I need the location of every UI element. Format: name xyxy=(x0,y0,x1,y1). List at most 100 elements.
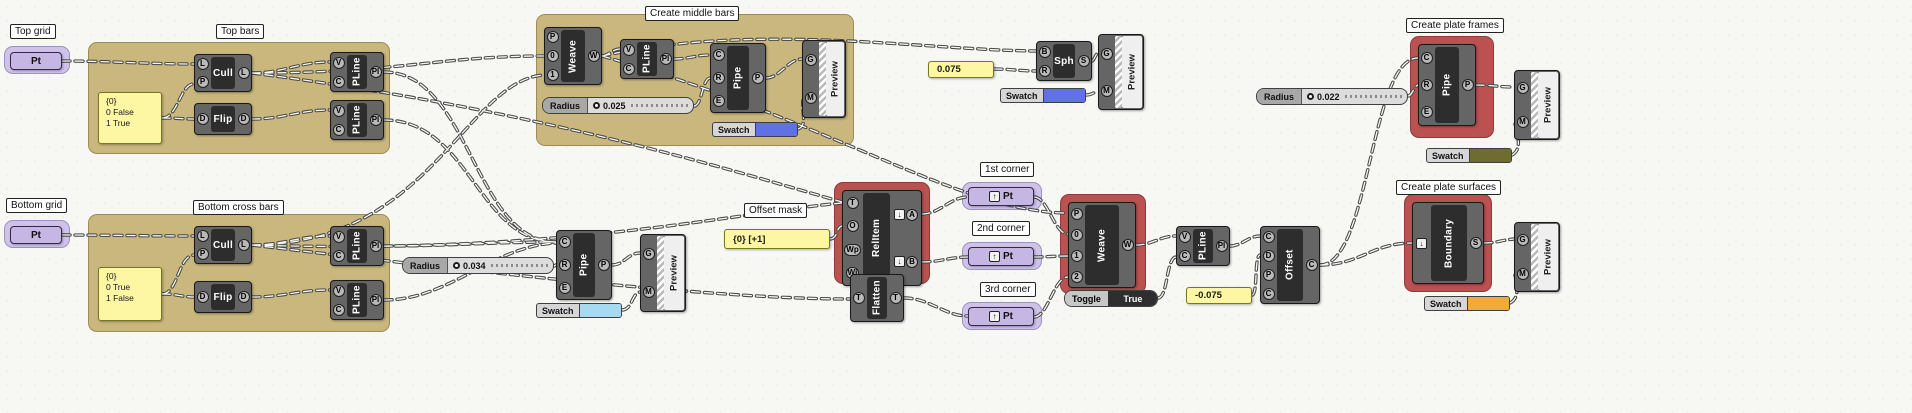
input-port[interactable]: C xyxy=(558,236,571,249)
output-port[interactable]: D xyxy=(237,291,250,303)
output-port[interactable]: L xyxy=(237,239,250,251)
component-flip-top[interactable]: D Flip D xyxy=(194,103,252,135)
panel-offset-distance[interactable]: -0.075 xyxy=(1186,287,1252,304)
input-port[interactable]: P xyxy=(1262,268,1275,281)
slider-track[interactable]: 0.034 xyxy=(448,258,553,273)
component-pipe-middle[interactable]: C R E Pipe P xyxy=(710,43,766,113)
input-port[interactable]: C xyxy=(1420,52,1433,65)
param-point-second-corner[interactable]: ↑ Pt xyxy=(968,247,1034,266)
swatch-plate-surfaces[interactable]: Swatch xyxy=(1424,296,1510,311)
output-port[interactable]: Pl xyxy=(659,53,672,65)
component-pipe-frames[interactable]: C R E Pipe P xyxy=(1418,44,1476,126)
output-port[interactable]: D xyxy=(237,113,250,125)
input-port[interactable]: P xyxy=(546,31,559,44)
swatch-color[interactable] xyxy=(1466,297,1509,310)
input-port[interactable]: C xyxy=(1178,249,1191,262)
wire[interactable] xyxy=(920,195,970,216)
input-port[interactable]: T xyxy=(846,196,859,209)
input-port[interactable]: V xyxy=(332,284,345,297)
swatch-color[interactable] xyxy=(1468,149,1511,162)
input-port[interactable]: M xyxy=(642,286,655,298)
input-port[interactable]: P xyxy=(1070,207,1083,220)
component-pline-top1[interactable]: V C PLine Pl xyxy=(330,52,384,92)
swatch-plate-frames[interactable]: Swatch xyxy=(1426,148,1512,163)
input-port[interactable]: G xyxy=(1516,234,1529,246)
input-port[interactable]: M xyxy=(1516,116,1529,128)
swatch-color[interactable] xyxy=(578,304,621,317)
wire[interactable] xyxy=(250,73,546,247)
output-port[interactable]: Pl xyxy=(369,114,382,126)
param-point-top-grid[interactable]: Pt xyxy=(10,52,62,70)
input-port[interactable]: C xyxy=(622,62,635,75)
input-port[interactable]: M xyxy=(804,92,817,104)
input-port[interactable]: 0 xyxy=(1070,228,1083,241)
input-port[interactable]: B xyxy=(1038,45,1051,58)
radius-slider-plate-frames[interactable]: Radius 0.022 xyxy=(1256,88,1408,105)
input-port[interactable]: 2 xyxy=(1070,270,1083,283)
swatch-color[interactable] xyxy=(754,123,797,136)
output-port[interactable]: B xyxy=(906,255,918,268)
input-port[interactable]: T xyxy=(852,292,865,304)
input-port[interactable]: G xyxy=(642,248,655,260)
input-port[interactable]: G xyxy=(1516,82,1529,94)
component-pipe-bottom[interactable]: C R E Pipe P xyxy=(556,230,612,300)
output-port[interactable]: T xyxy=(889,292,902,304)
output-port[interactable]: Pl xyxy=(369,294,382,306)
component-preview-surfaces[interactable]: G M Preview xyxy=(1514,222,1560,292)
component-boundary[interactable]: ↓ Boundary S xyxy=(1412,202,1484,284)
panel-sphere-radius[interactable]: 0.075 xyxy=(928,61,994,78)
output-port[interactable]: P xyxy=(597,259,610,271)
input-port[interactable]: E xyxy=(712,94,725,107)
input-port[interactable]: G xyxy=(1100,47,1113,60)
input-port[interactable]: Wp xyxy=(844,243,861,256)
component-cull-top[interactable]: L P Cull L xyxy=(194,54,252,92)
input-port[interactable]: 1 xyxy=(1070,249,1083,262)
component-pline-top2[interactable]: V C PLine Pl xyxy=(330,100,384,140)
radius-slider-bottom[interactable]: Radius 0.034 xyxy=(402,257,554,274)
input-port[interactable]: L xyxy=(196,230,209,242)
input-port[interactable]: R xyxy=(1420,78,1433,91)
component-pline-corner[interactable]: V C PLine Pl xyxy=(1176,226,1230,266)
component-offset[interactable]: C D P C Offset C xyxy=(1260,226,1320,304)
input-port[interactable]: R xyxy=(1038,64,1051,77)
output-port[interactable]: W xyxy=(1121,239,1134,251)
boolean-toggle[interactable]: Toggle True xyxy=(1064,290,1158,307)
input-port[interactable]: V xyxy=(332,56,345,69)
component-relitem[interactable]: T O Wp Wi RelItem ↓ A ↓ B xyxy=(842,190,922,286)
output-port[interactable]: C xyxy=(1305,259,1318,271)
slider-knob[interactable] xyxy=(453,262,461,269)
input-port[interactable]: O xyxy=(846,220,859,233)
param-point-bottom-grid[interactable]: Pt xyxy=(10,226,62,244)
output-port[interactable]: S xyxy=(1077,55,1090,67)
input-port[interactable]: C xyxy=(1262,287,1275,300)
component-preview-frames[interactable]: G M Preview xyxy=(1514,70,1560,140)
component-weave-middle[interactable]: P 0 1 Weave W xyxy=(544,27,602,85)
input-port[interactable]: 0 xyxy=(546,49,559,62)
output-port[interactable]: S xyxy=(1469,237,1482,249)
component-flatten[interactable]: T Flatten T xyxy=(850,274,904,322)
wire[interactable] xyxy=(382,118,558,244)
input-port[interactable]: R xyxy=(712,71,725,84)
input-port[interactable]: C xyxy=(1262,230,1275,243)
toggle-value[interactable]: True xyxy=(1107,291,1157,306)
input-port[interactable]: C xyxy=(332,303,345,316)
component-preview-bottom[interactable]: G M Preview xyxy=(640,234,686,312)
param-point-first-corner[interactable]: ↑ Pt xyxy=(968,187,1034,206)
input-port[interactable]: C xyxy=(332,249,345,262)
input-port[interactable]: G xyxy=(804,54,817,66)
wire[interactable] xyxy=(828,224,844,241)
component-pline-bottom2[interactable]: V C PLine Pl xyxy=(330,280,384,320)
component-flip-bottom[interactable]: D Flip D xyxy=(194,281,252,313)
slider-knob[interactable] xyxy=(593,102,601,109)
output-port[interactable]: A xyxy=(906,208,918,221)
slider-track[interactable]: 0.025 xyxy=(588,98,693,113)
output-port[interactable]: Pl xyxy=(369,240,382,252)
radius-slider-middle[interactable]: Radius 0.025 xyxy=(542,97,694,114)
wire[interactable] xyxy=(250,54,546,75)
component-pline-middle[interactable]: V C PLine Pl xyxy=(620,39,674,79)
swatch-middle[interactable]: Swatch xyxy=(712,122,798,137)
swatch-color[interactable] xyxy=(1042,89,1085,102)
output-port[interactable]: P xyxy=(1461,79,1474,91)
swatch-sphere[interactable]: Swatch xyxy=(1000,88,1086,103)
input-port[interactable]: R xyxy=(558,258,571,271)
